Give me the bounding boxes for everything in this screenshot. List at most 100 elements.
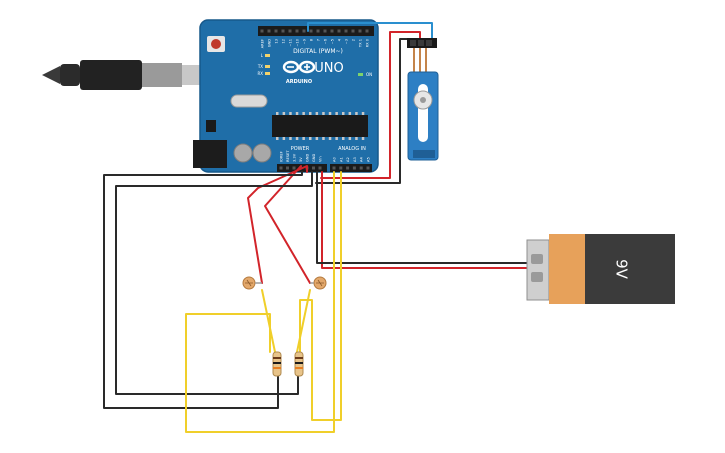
header-pin-hole[interactable]: [295, 29, 299, 33]
wire-analog-a1[interactable]: [299, 171, 342, 421]
wire-ground-resistor-left[interactable]: [103, 171, 303, 409]
tx-led-label: TX: [257, 64, 263, 69]
chip-leg: [335, 137, 338, 140]
chip-leg: [348, 137, 352, 140]
usb-plug-housing: [80, 60, 142, 90]
pin-label: ~9: [303, 38, 307, 44]
wire-battery-positive[interactable]: [321, 171, 528, 269]
pin-label: 12: [282, 39, 286, 44]
pin-label: A2: [346, 157, 350, 162]
header-pin-hole[interactable]: [312, 166, 315, 170]
battery-terminal-cap: [526, 239, 550, 301]
pin-label: 5V: [299, 157, 303, 162]
photoresistor-left[interactable]: [242, 276, 262, 290]
board-brand-label: ARDUINO: [286, 79, 312, 85]
chip-leg: [302, 112, 305, 115]
on-led-label: ON: [366, 72, 372, 77]
header-pin-hole[interactable]: [351, 29, 355, 33]
pin-label: A5: [367, 157, 371, 162]
header-pin-hole[interactable]: [274, 29, 278, 33]
wire-5v-ldr-right[interactable]: [264, 165, 311, 284]
header-pin-hole[interactable]: [339, 166, 343, 170]
l-led: [265, 54, 270, 57]
pin-label: 13: [275, 39, 279, 44]
header-pin-hole[interactable]: [323, 29, 327, 33]
header-pin-hole[interactable]: [359, 166, 363, 170]
header-pin-hole[interactable]: [318, 166, 322, 170]
header-pin-hole[interactable]: [279, 166, 283, 170]
pin-label: A3: [353, 157, 357, 162]
header-pin-hole[interactable]: [288, 29, 292, 33]
chip-leg: [309, 137, 312, 140]
chip-leg: [295, 137, 299, 140]
wire-ground-resistor-right[interactable]: [115, 171, 313, 395]
header-pin-hole[interactable]: [292, 166, 296, 170]
rx-led: [265, 72, 270, 75]
photoresistor-right[interactable]: [310, 276, 327, 290]
servo-motor[interactable]: [407, 38, 439, 161]
header-pin-hole[interactable]: [346, 166, 350, 170]
resistor-right[interactable]: [294, 351, 304, 377]
chip-leg: [335, 112, 338, 115]
header-pin-hole[interactable]: [302, 29, 306, 33]
wire-servo-signal[interactable]: [307, 22, 433, 40]
pin-label: ~3: [345, 39, 349, 44]
capacitor-2: [252, 143, 272, 163]
chip-leg: [322, 112, 325, 115]
chip-leg: [282, 112, 286, 115]
header-pin-hole[interactable]: [366, 166, 370, 170]
chip-leg: [276, 112, 279, 115]
pin-label: A1: [339, 157, 343, 162]
wire-analog-a0[interactable]: [185, 171, 335, 433]
chip-leg: [328, 137, 332, 140]
battery-label-band: [549, 234, 585, 304]
header-pin-hole[interactable]: [332, 166, 336, 170]
chip-leg: [348, 112, 352, 115]
battery-voltage-label: 9V: [613, 259, 631, 280]
header-pin-hole[interactable]: [330, 29, 334, 33]
usb-cable: [42, 60, 208, 90]
header-pin-hole[interactable]: [309, 29, 313, 33]
header-pin-hole[interactable]: [352, 166, 356, 170]
chip-leg: [355, 137, 358, 140]
header-pin-hole[interactable]: [316, 29, 320, 33]
arduino-logo: [282, 60, 316, 74]
pin-label: 3.3V: [293, 153, 297, 162]
pin-label: ~5: [331, 39, 335, 44]
chip-leg: [361, 112, 365, 115]
header-pin-hole[interactable]: [260, 29, 264, 33]
board-model-label: UNO: [314, 61, 343, 76]
usb-plug-metal: [142, 63, 182, 87]
header-pin-hole[interactable]: [365, 29, 369, 33]
wire-servo-ground[interactable]: [315, 38, 413, 184]
pin-label: IOREF: [280, 151, 284, 162]
chip-leg: [302, 137, 305, 140]
pin-label: Vin: [319, 156, 323, 162]
on-led: [358, 73, 363, 76]
pin-label: RX 0: [366, 38, 370, 47]
pin-label: TX 1: [359, 39, 363, 48]
pin-label: ~10: [296, 38, 300, 46]
wire-battery-negative[interactable]: [316, 171, 528, 264]
header-pin-hole[interactable]: [358, 29, 362, 33]
header-pin-hole[interactable]: [337, 29, 341, 33]
header-pin-hole[interactable]: [281, 29, 285, 33]
pin-label: GND: [268, 39, 272, 47]
pin-label: GND: [306, 154, 310, 162]
capacitor-1: [233, 143, 253, 163]
battery-9v[interactable]: 9V: [526, 234, 675, 304]
analog-header-label: ANALOG IN: [338, 146, 366, 152]
pin-label: ~6: [324, 38, 328, 44]
chip-leg: [289, 112, 292, 115]
wire-5v-ldr-left[interactable]: [247, 165, 308, 284]
header-pin-hole[interactable]: [344, 29, 348, 33]
pin-label: AREF: [261, 39, 265, 48]
header-pin-hole[interactable]: [267, 29, 271, 33]
chip-leg: [315, 137, 319, 140]
wire-servo-power[interactable]: [320, 31, 421, 179]
resistor-left[interactable]: [272, 351, 282, 377]
header-pin-hole[interactable]: [286, 166, 289, 170]
digital-header: [258, 26, 374, 36]
chip-leg: [309, 112, 312, 115]
